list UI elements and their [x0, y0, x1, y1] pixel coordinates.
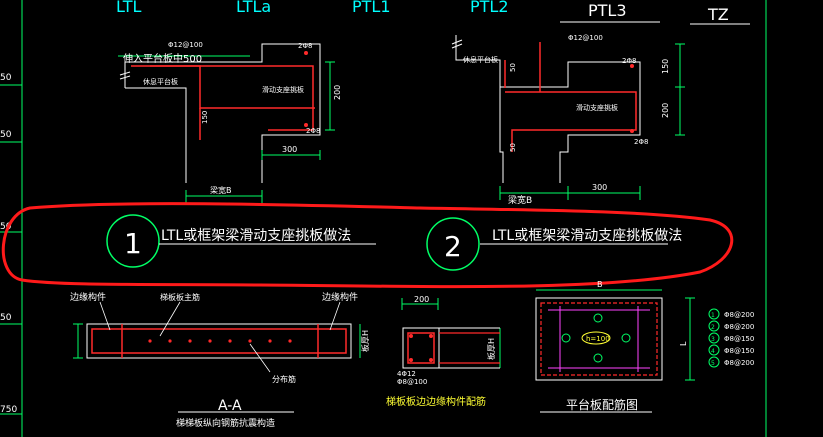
- slab-dim-l: L: [679, 341, 688, 346]
- detail1-bubble-number: 1: [124, 227, 142, 260]
- platform-slab: h=100 L B 1 Φ8@200 2 Φ8@200 3 Φ8@150 4 Φ…: [535, 280, 754, 413]
- margin-tick-1: 50: [0, 73, 12, 83]
- slab-dim-b: B: [597, 280, 603, 289]
- legend-3-num: 3: [711, 336, 715, 343]
- left-margin: 50 50 50 50 750: [0, 0, 23, 437]
- detail2-dims: [499, 43, 685, 200]
- detail1-bubble-circle: [106, 214, 160, 268]
- detail1-dim-150: 150: [201, 111, 209, 124]
- detail2-bubble-circle: [426, 217, 480, 271]
- detail1-dims: [118, 55, 335, 204]
- detail1-platform-label: 休息平台板: [143, 77, 178, 86]
- detail1-bar-right: 2Φ8: [298, 42, 312, 50]
- em-bar1: 4Φ12: [397, 370, 416, 378]
- legend-4-num: 4: [711, 348, 715, 355]
- em-height: 板厚H: [486, 338, 496, 360]
- header-ltla: LTLa: [236, 0, 271, 16]
- detail2-dim-50: 50: [509, 63, 517, 72]
- detail2-bubble-number: 2: [444, 230, 462, 263]
- margin-tick-4: 50: [0, 313, 12, 323]
- detail1-title: LTL或框架梁滑动支座挑板做法: [161, 227, 351, 244]
- legend-2-text: Φ8@200: [724, 323, 754, 331]
- aa-edge-right: 边缘构件: [322, 291, 358, 303]
- margin-tick-2: 50: [0, 130, 12, 140]
- em-title: 梯板板边边缘构件配筋: [386, 395, 486, 408]
- detail1-slab-label: 滑动支座挑板: [262, 85, 304, 94]
- legend-4-text: Φ8@150: [724, 347, 754, 355]
- slab-legend: 1 Φ8@200 2 Φ8@200 3 Φ8@150 4 Φ8@150 5 Φ8…: [708, 308, 754, 368]
- detail2-outline: [451, 35, 641, 183]
- header-ptl2: PTL2: [470, 0, 509, 16]
- detail1-bar-dots: [304, 51, 308, 127]
- detail2-dim-150: 150: [661, 59, 670, 74]
- detail-titles: 1 LTL或框架梁滑动支座挑板做法 2 LTL或框架梁滑动支座挑板做法: [106, 214, 682, 271]
- detail1-bar-right2: 2Φ8: [306, 127, 320, 135]
- header-tz: TZ: [707, 5, 729, 24]
- slab-title: 平台板配筋图: [566, 397, 638, 412]
- header-ptl1: PTL1: [352, 0, 391, 16]
- detail2-dim-300: 300: [592, 183, 607, 192]
- detail2-beam-width: 梁宽B: [508, 194, 532, 206]
- legend-1-num: 1: [711, 312, 715, 319]
- legend-5-text: Φ8@200: [724, 359, 754, 367]
- edge-member: 200 板厚H 4Φ12 Φ8@100 梯板板边边缘构件配筋: [386, 295, 501, 408]
- legend-5-num: 5: [711, 360, 715, 367]
- detail2-rebar: [504, 42, 637, 152]
- em-bar2: Φ8@100: [397, 378, 427, 386]
- header-labels: LTL LTLa PTL1 PTL2 PTL3 TZ: [116, 0, 729, 24]
- detail1-top-bar: Φ12@100: [168, 41, 203, 49]
- detail2-slab-label: 滑动支座挑板: [576, 103, 618, 112]
- detail2-bar-dots: [630, 64, 634, 133]
- detail2-title: LTL或框架梁滑动支座挑板做法: [492, 227, 682, 244]
- detail1-outline: [119, 43, 321, 183]
- margin-tick-5: 750: [0, 405, 17, 415]
- legend-1-text: Φ8@200: [724, 311, 754, 319]
- aa-subtitle: 梯梯板纵向钢筋抗震构造: [176, 417, 275, 429]
- section-aa: 边缘构件 梯板板主筋 边缘构件 板厚H 分布筋 A-A 梯梯板纵向钢筋抗震构造: [70, 291, 370, 429]
- detail1-dim-200: 200: [333, 85, 342, 100]
- legend-2-num: 2: [711, 324, 715, 331]
- detail2-bar-right2: 2Φ8: [634, 138, 648, 146]
- detail-1: Φ12@100 伸入平台板中500 2Φ8 2Φ8 休息平台板 滑动支座挑板 2…: [118, 41, 342, 204]
- header-underlines: [560, 21, 750, 25]
- aa-height: 板厚H: [360, 330, 370, 352]
- aa-edge-left: 边缘构件: [70, 291, 106, 303]
- detail2-dim-50b: 50: [509, 143, 517, 152]
- detail2-dim-200: 200: [661, 103, 670, 118]
- detail1-note: 伸入平台板中500: [123, 52, 202, 65]
- em-dim-200: 200: [414, 295, 429, 304]
- slab-center-label: h=100: [586, 335, 610, 343]
- detail2-bar-right: 2Φ8: [622, 57, 636, 65]
- detail1-dim-300: 300: [282, 145, 297, 154]
- aa-title: A-A: [218, 398, 242, 414]
- detail2-platform-label: 休息平台板: [463, 55, 498, 64]
- header-ltl: LTL: [116, 0, 141, 16]
- detail-2: Φ12@100 2Φ8 2Φ8 休息平台板 滑动支座挑板 150 200 50 …: [451, 34, 685, 206]
- detail1-rebar: [131, 65, 315, 140]
- aa-dist-bar: 分布筋: [272, 374, 296, 384]
- slab-center-ellipse: [581, 331, 611, 345]
- header-ptl3: PTL3: [588, 1, 627, 20]
- red-markup-loop: [1, 202, 734, 289]
- aa-main-bar: 梯板板主筋: [160, 292, 200, 302]
- detail1-beam-width: 梁宽B: [210, 185, 232, 195]
- legend-3-text: Φ8@150: [724, 335, 754, 343]
- detail2-top-bar: Φ12@100: [568, 34, 603, 42]
- margin-tick-3: 50: [0, 222, 12, 232]
